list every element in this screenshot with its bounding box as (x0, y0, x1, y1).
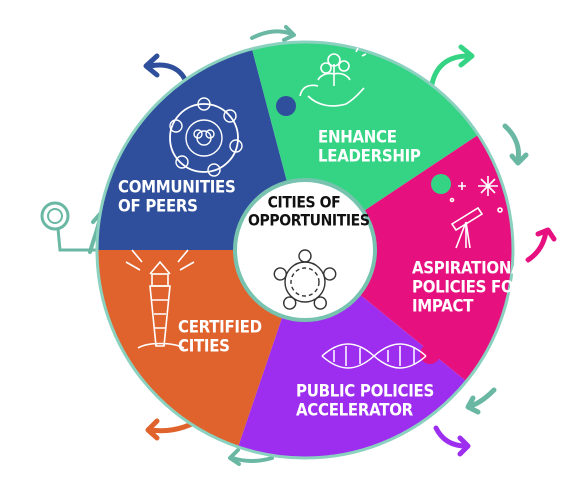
telescope-stars-icon (449, 176, 503, 249)
label-communities-of-peers: COMMUNITIES OF PEERS (118, 176, 236, 217)
dna-helix-icon (321, 343, 427, 369)
label-enhance-leadership: ENHANCE LEADERSHIP (318, 126, 421, 167)
segment-aspirational (305, 135, 513, 381)
teal-arrow-right (502, 123, 521, 163)
label-aspirational-policies: ASPIRATIONAL POLICIES FOR IMPACT (412, 257, 532, 317)
label-line: ACCELERATOR (296, 399, 413, 421)
interlinked-ring-icon (273, 249, 337, 310)
center-title-line: CITIES OF (267, 194, 341, 212)
label-line: CITIES (178, 335, 230, 357)
teal-arrow-bottom (230, 456, 274, 463)
knob-green (431, 174, 451, 194)
teal-arrow-top (250, 29, 294, 40)
lighthouse-icon (125, 249, 195, 349)
knob-orange (234, 374, 254, 394)
purple-arrow-bottom (433, 425, 469, 449)
label-line: POLICIES FOR (412, 276, 525, 298)
wheel-ring (95, 40, 515, 460)
outer-arrows (88, 25, 557, 466)
label-public-policies-accelerator: PUBLIC POLICIES ACCELERATOR (296, 380, 435, 421)
label-line: COMMUNITIES (118, 176, 236, 197)
knob-blue-top (276, 96, 296, 116)
magnifier-start-icon (40, 201, 108, 252)
segment-communities (97, 49, 305, 250)
hands-plant-icon (299, 41, 367, 107)
label-line: ENHANCE (318, 126, 397, 147)
green-arrow-topright (429, 53, 471, 87)
teal-arrow-lowright (467, 387, 497, 409)
label-certified-cities: CERTIFIED CITIES (178, 316, 262, 357)
label-line: CERTIFIED (178, 316, 262, 337)
label-line: OF PEERS (118, 195, 198, 217)
label-line: ASPIRATIONAL (412, 257, 532, 278)
pink-arrow-right (525, 229, 549, 263)
label-line: PUBLIC POLICIES (296, 380, 435, 401)
center-title-line: OPPORTUNITIES (248, 212, 370, 230)
center-title: CITIES OF OPPORTUNITIES (248, 194, 370, 230)
label-line: LEADERSHIP (318, 145, 421, 167)
label-line: IMPACT (412, 295, 474, 317)
knob-pink (420, 344, 440, 364)
people-network-icon (169, 97, 243, 177)
